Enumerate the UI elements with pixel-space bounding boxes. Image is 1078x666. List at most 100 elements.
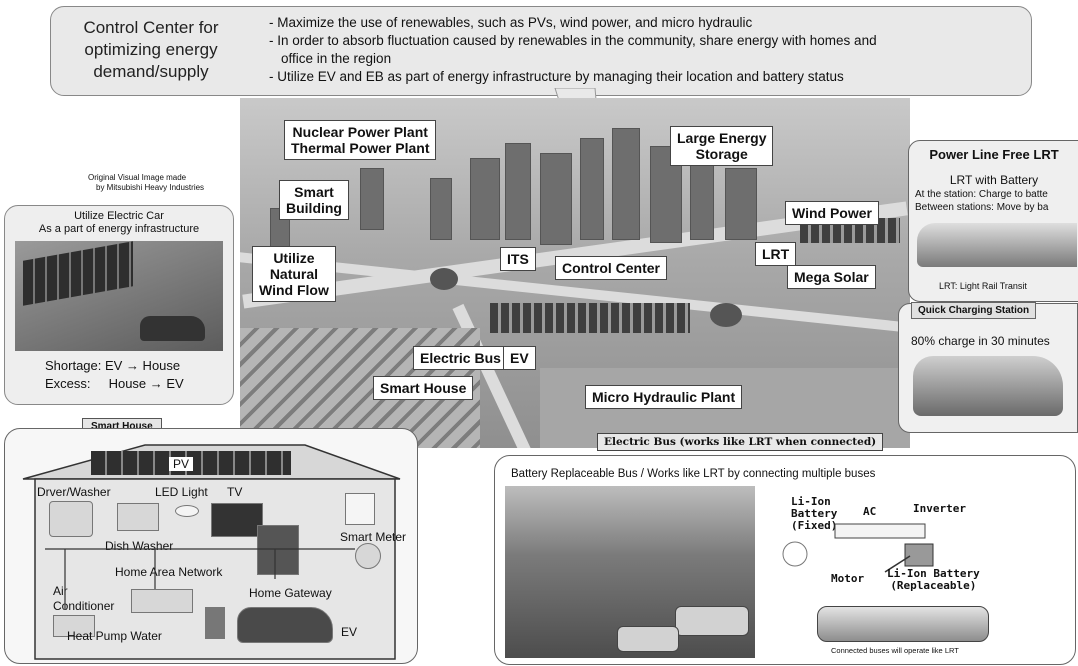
control-center-callout: Control Center for optimizing energy dem… bbox=[50, 6, 1032, 96]
label-line: Wind Flow bbox=[259, 282, 329, 298]
label-line: Utilize bbox=[273, 250, 315, 266]
smart-house-label: Smart House bbox=[373, 376, 474, 400]
lrt-label: LRT bbox=[755, 242, 797, 266]
storage-tank bbox=[430, 268, 458, 290]
heat-pump-icon bbox=[53, 615, 95, 637]
lrt-panel: Power Line Free LRT LRT with Battery At … bbox=[908, 140, 1078, 302]
label-line: Li-Ion Battery bbox=[887, 567, 980, 580]
label-line: (Replaceable) bbox=[890, 579, 977, 592]
natural-wind-label: Utilize Natural Wind Flow bbox=[252, 246, 336, 302]
air-conditioner-icon bbox=[131, 589, 193, 613]
control-center-label: Control Center bbox=[555, 256, 667, 280]
building bbox=[612, 128, 640, 240]
electric-car-title: Utilize Electric Car As a part of energy… bbox=[5, 210, 233, 236]
label-line: Storage bbox=[695, 146, 748, 162]
dish-washer-label: Dish Washer bbox=[105, 539, 174, 553]
microwave-icon bbox=[117, 503, 159, 531]
callout-title: Control Center for optimizing energy dem… bbox=[61, 17, 241, 83]
storage-tank bbox=[710, 303, 742, 327]
credit-line: by Mitsubishi Heavy Industries bbox=[96, 183, 205, 192]
car-icon bbox=[140, 316, 205, 341]
label-line: Natural bbox=[269, 266, 319, 282]
bus-panel-title: Battery Replaceable Bus / Works like LRT… bbox=[511, 468, 876, 480]
bus-diagram bbox=[782, 523, 934, 573]
building bbox=[360, 168, 384, 230]
title-line: As a part of energy infrastructure bbox=[38, 223, 200, 235]
li-ion-fixed-label: Li-Ion Battery (Fixed) bbox=[791, 496, 837, 532]
image-credit: Original Visual Image made by Mitsubishi… bbox=[88, 173, 204, 193]
title-line: Utilize Electric Car bbox=[74, 210, 164, 222]
motor-label: Motor bbox=[831, 572, 865, 585]
electric-bus-caption: Electric Bus (works like LRT when connec… bbox=[597, 433, 884, 451]
washer-icon bbox=[49, 501, 93, 537]
air-label: Air bbox=[53, 584, 68, 598]
label-line: Smart bbox=[294, 184, 334, 200]
building bbox=[580, 138, 604, 240]
electric-car-callout: Utilize Electric Car As a part of energy… bbox=[4, 205, 234, 405]
bullet: office in the region bbox=[281, 51, 392, 66]
title-line: demand/supply bbox=[93, 62, 209, 81]
li-ion-replace-label: Li-Ion Battery (Replaceable) bbox=[887, 568, 980, 592]
ac-label: AC bbox=[863, 505, 877, 518]
lrt-line: Between stations: Move by ba bbox=[915, 202, 1049, 213]
large-energy-storage-label: Large Energy Storage bbox=[670, 126, 774, 166]
ev-house-photo bbox=[15, 241, 223, 351]
inverter-label: Inverter bbox=[913, 502, 966, 515]
dryer-label: Drver/Washer bbox=[37, 485, 111, 499]
excess-text: Excess: House → EV bbox=[45, 376, 184, 391]
lrt-line: At the station: Charge to batte bbox=[915, 189, 1048, 200]
electric-bus-label: Electric Bus bbox=[413, 346, 508, 370]
bullet: - Utilize EV and EB as part of energy in… bbox=[269, 69, 844, 84]
connected-bus-picture bbox=[817, 606, 989, 642]
title-line: Control Center for bbox=[83, 18, 219, 37]
label-line: Thermal Power Plant bbox=[291, 140, 430, 156]
pv-label: PV bbox=[169, 457, 194, 471]
mega-solar-label: Mega Solar bbox=[787, 265, 876, 289]
bus-city-photo bbox=[505, 486, 755, 658]
lrt-title: Power Line Free LRT bbox=[929, 147, 1059, 162]
building bbox=[725, 168, 757, 240]
micro-hydraulic-label: Micro Hydraulic Plant bbox=[585, 385, 743, 409]
title-line: optimizing energy bbox=[84, 40, 218, 59]
heat-pump-label: Heat Pump Water bbox=[67, 629, 162, 643]
building bbox=[505, 143, 531, 240]
label-line: Battery bbox=[791, 507, 838, 520]
wind-power-label: Wind Power bbox=[785, 201, 879, 225]
charger-icon bbox=[205, 607, 225, 639]
label-line: Building bbox=[286, 200, 342, 216]
its-label: ITS bbox=[500, 247, 536, 271]
charging-title: Quick Charging Station bbox=[911, 302, 1037, 319]
smart-house-panel: PV Drver/Washer LED Light TV Dish Washer… bbox=[4, 428, 418, 664]
credit-line: Original Visual Image made bbox=[88, 173, 187, 182]
bullet: - Maximize the use of renewables, such a… bbox=[269, 15, 753, 30]
air-label: Conditioner bbox=[53, 599, 115, 613]
building bbox=[540, 153, 572, 245]
lrt-sub: LRT with Battery bbox=[949, 173, 1039, 187]
led-light-icon bbox=[175, 505, 199, 517]
ev-car-icon bbox=[237, 607, 333, 643]
gateway-label: Home Gateway bbox=[249, 586, 332, 600]
han-label: Home Area Network bbox=[115, 565, 223, 579]
fridge-icon bbox=[257, 525, 299, 575]
charging-text: 80% charge in 30 minutes bbox=[911, 334, 1050, 348]
building bbox=[430, 178, 452, 240]
nuclear-thermal-label: Nuclear Power Plant Thermal Power Plant bbox=[284, 120, 437, 160]
lrt-train-picture bbox=[917, 223, 1077, 267]
label-line: Large Energy bbox=[677, 130, 767, 146]
lrt-note: LRT: Light Rail Transit bbox=[939, 281, 1027, 291]
bus-picture bbox=[675, 606, 749, 636]
label-line: (Fixed) bbox=[791, 519, 838, 532]
led-label: LED Light bbox=[155, 485, 208, 499]
smart-building-label: Smart Building bbox=[279, 180, 349, 220]
bus-panel: Battery Replaceable Bus / Works like LRT… bbox=[494, 455, 1076, 665]
shortage-text: Shortage: EV → House bbox=[45, 358, 181, 373]
tv-label: TV bbox=[227, 485, 243, 499]
bus-picture bbox=[617, 626, 679, 652]
bullet: - In order to absorb fluctuation caused … bbox=[269, 33, 877, 48]
window-icon bbox=[345, 493, 375, 525]
building bbox=[470, 158, 500, 240]
smart-meter-label: Smart Meter bbox=[340, 530, 407, 544]
charging-car-picture bbox=[913, 356, 1063, 416]
solar-field bbox=[490, 303, 690, 333]
ev-label: EV bbox=[341, 625, 358, 639]
